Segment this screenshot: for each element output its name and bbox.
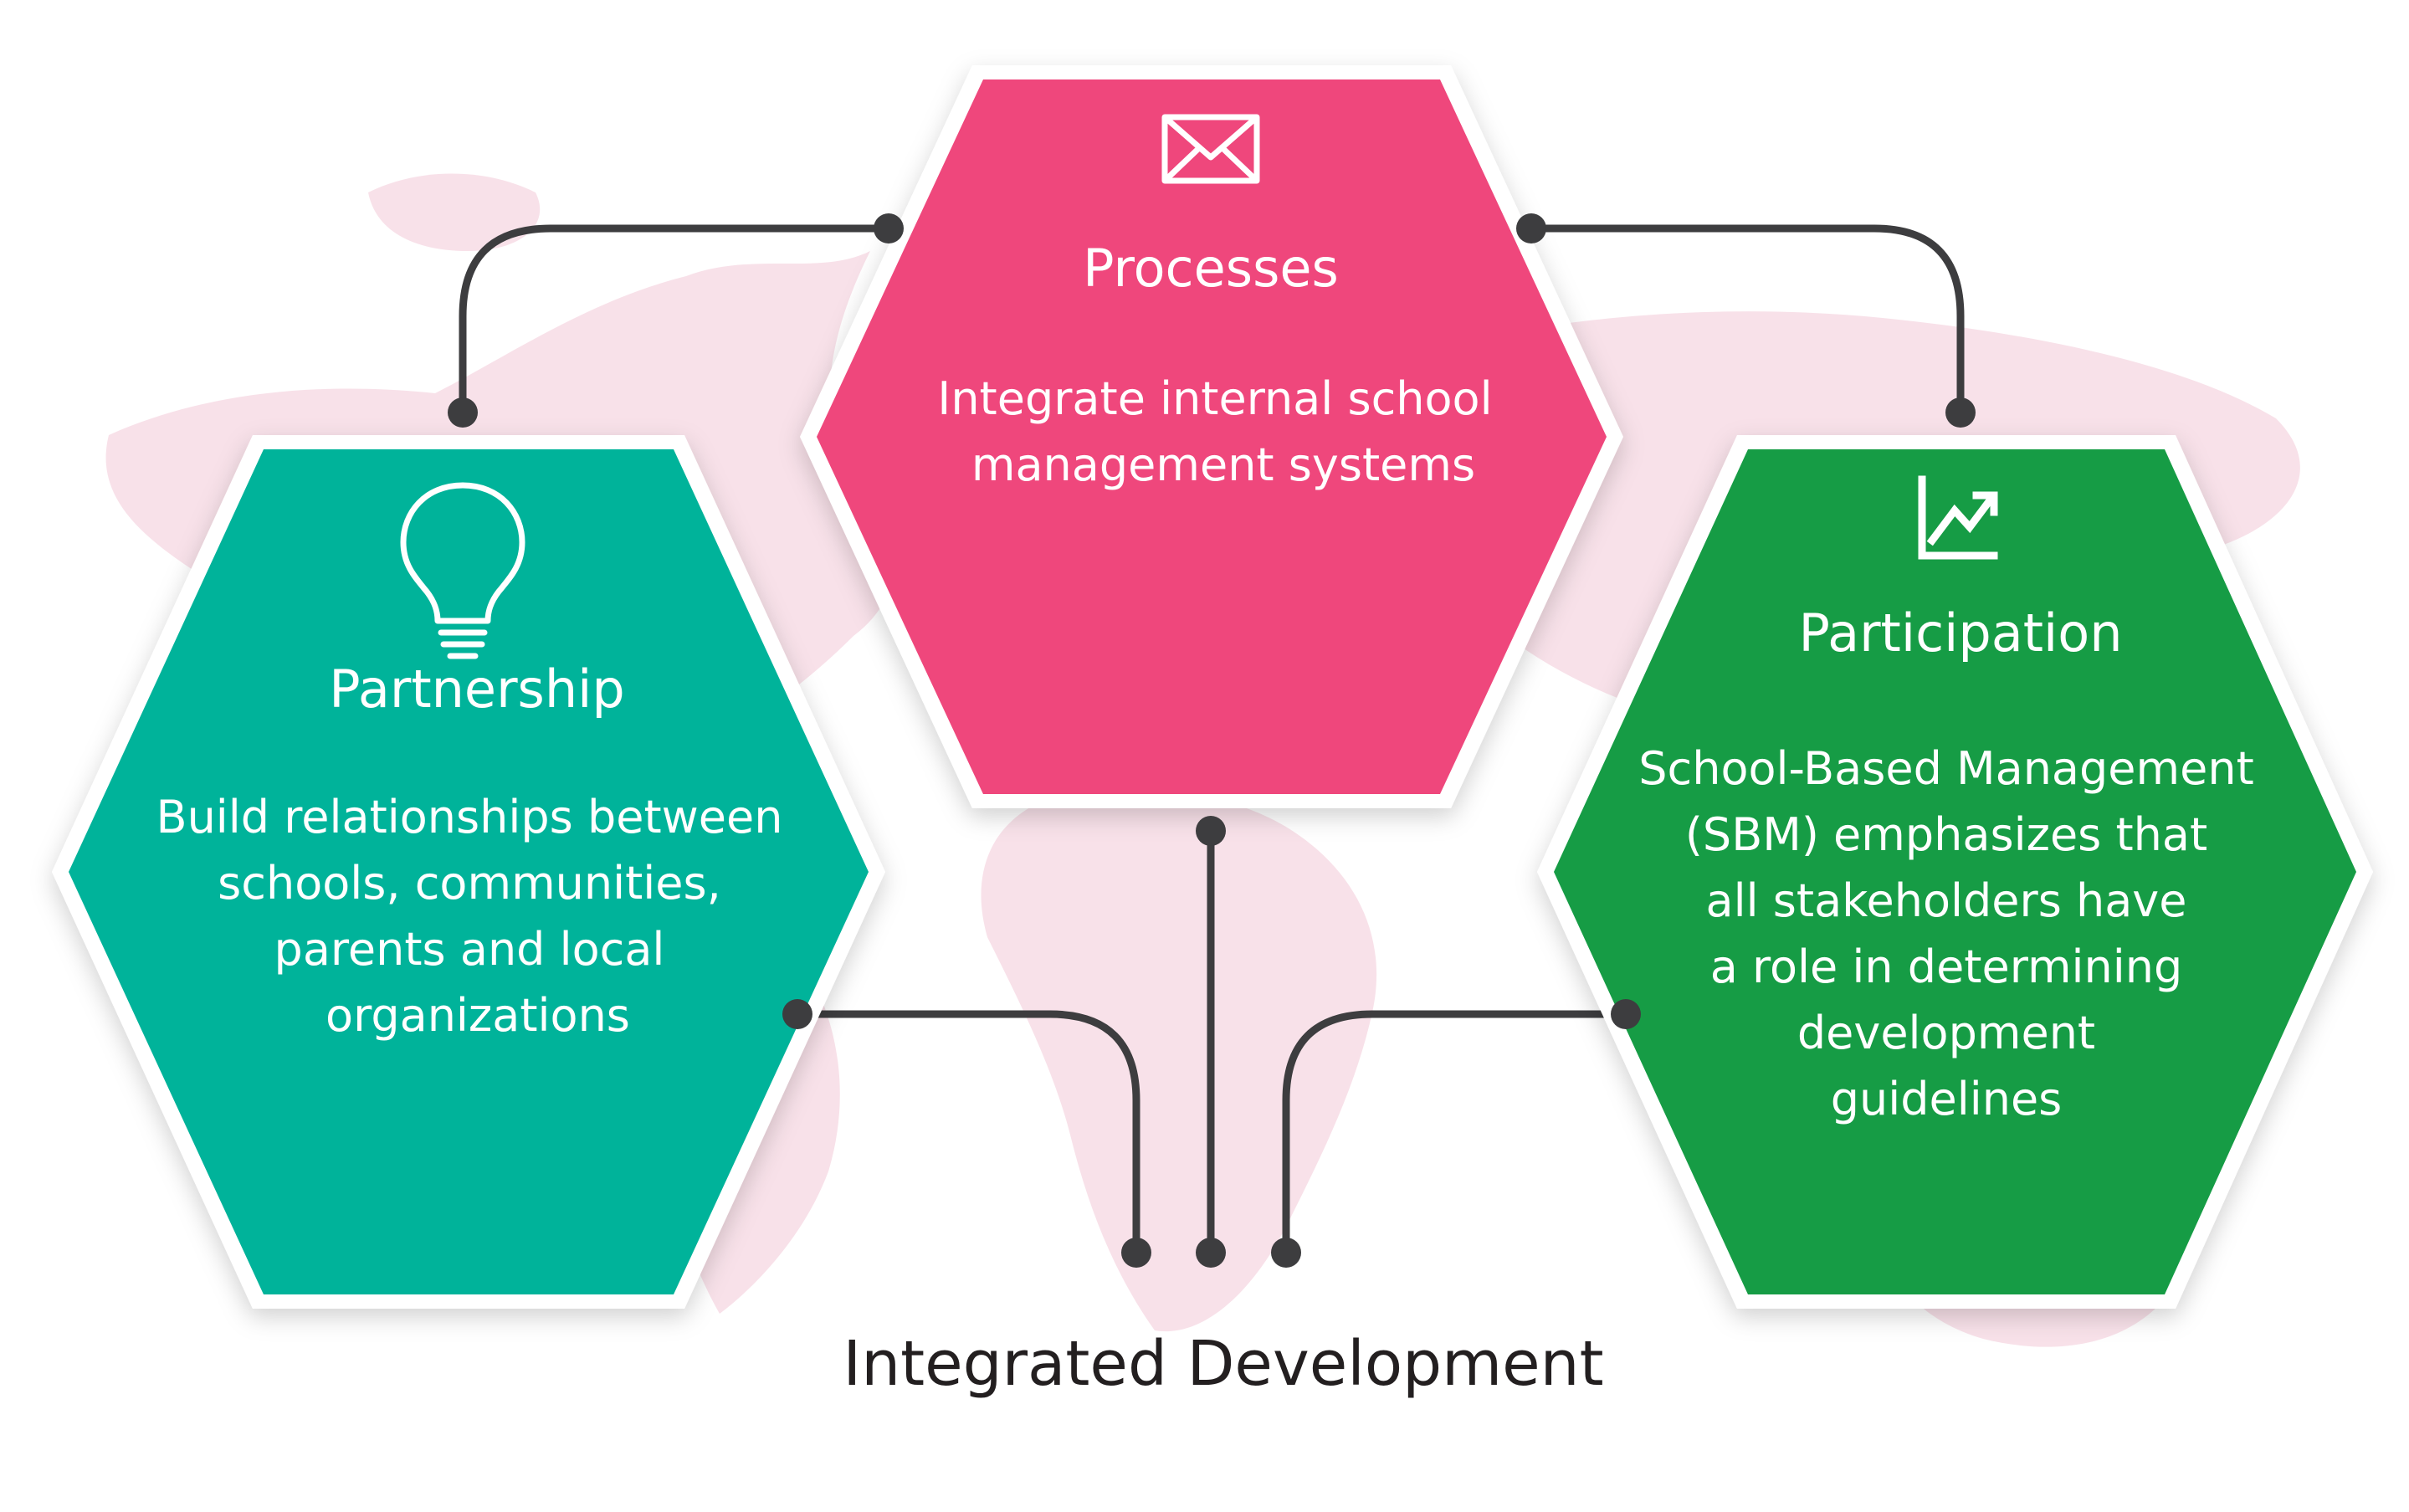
partnership-description-line-4: organizations xyxy=(325,989,630,1042)
participation-description-line-5: development xyxy=(1797,1007,2095,1059)
partnership-description-line-1: Build relationships between xyxy=(156,791,783,843)
connector-participation-center xyxy=(1282,1010,1630,1257)
processes-description-line-2: management systems xyxy=(971,438,1475,491)
processes-title: Processes xyxy=(1083,238,1339,299)
partnership-title: Partnership xyxy=(329,659,625,720)
partnership-description-line-2: schools, communities, xyxy=(218,857,721,910)
processes-description-line-1: Integrate internal school xyxy=(937,372,1492,425)
connector-processes-partnership xyxy=(459,224,893,417)
hexagon-processes xyxy=(800,65,1623,808)
lightbulb-icon xyxy=(400,482,525,659)
participation-description-line-6: guidelines xyxy=(1831,1073,2063,1125)
connector-partnership-center xyxy=(793,1010,1140,1257)
hexagon-partnership xyxy=(52,435,885,1309)
connector-processes-participation xyxy=(1527,224,1965,417)
chart-up-icon xyxy=(1918,475,1998,560)
hexagon-participation xyxy=(1537,435,2373,1309)
connector-lines xyxy=(459,224,1965,1257)
integrated-development-title: Integrated Development xyxy=(843,1328,1603,1400)
participation-title: Participation xyxy=(1798,602,2122,664)
partnership-description-line-3: parents and local xyxy=(274,923,665,976)
participation-description-line-3: all stakeholders have xyxy=(1706,874,2187,927)
participation-description-line-2: (SBM) emphasizes that xyxy=(1685,808,2207,861)
participation-description-line-1: School-Based Management xyxy=(1638,742,2254,795)
connector-dots xyxy=(448,213,1976,1268)
participation-description-line-4: a role in determining xyxy=(1710,941,2183,993)
envelope-icon xyxy=(1161,114,1260,184)
